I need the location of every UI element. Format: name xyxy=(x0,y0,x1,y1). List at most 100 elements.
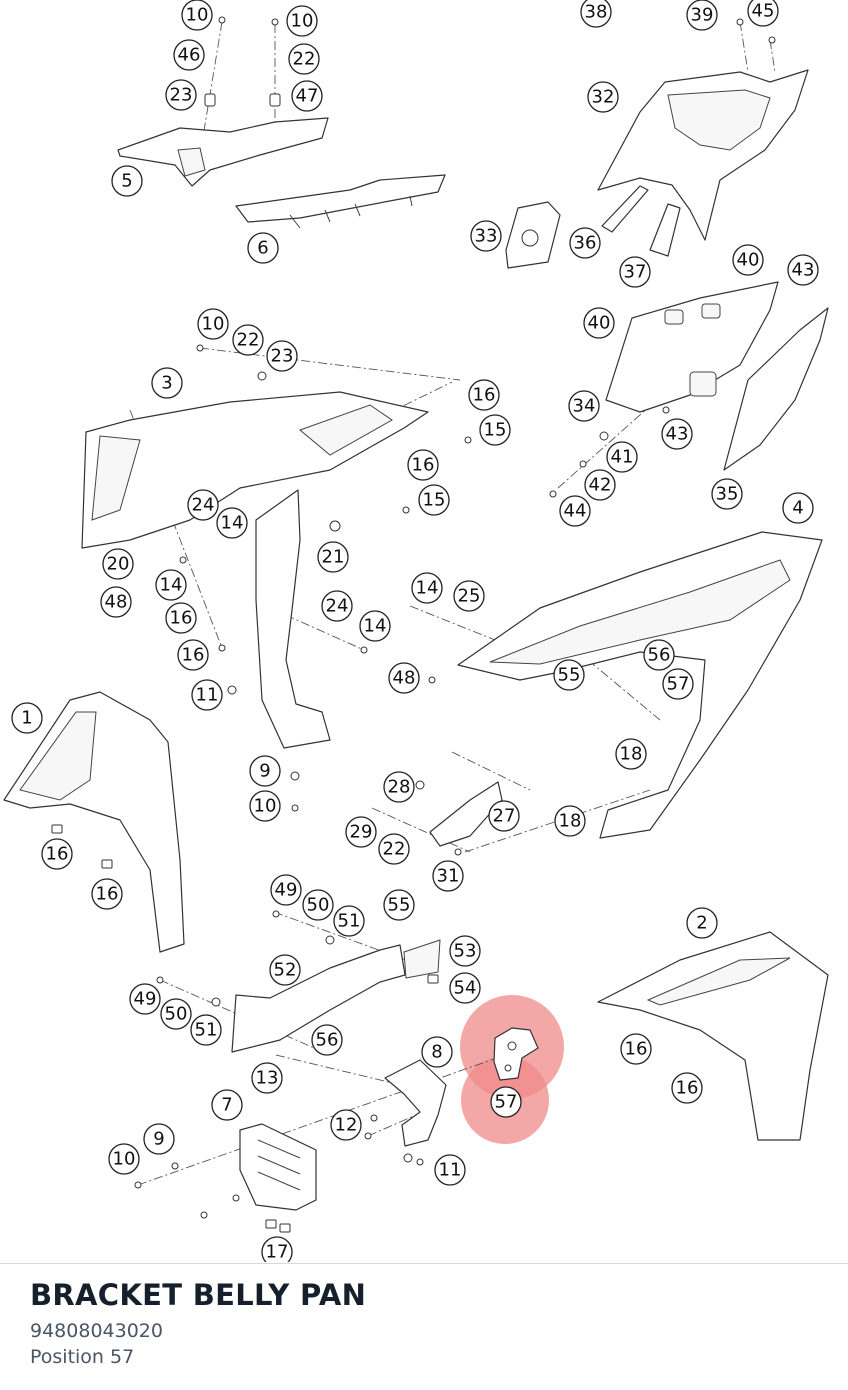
callout[interactable]: 45 xyxy=(747,0,779,27)
callout[interactable]: 31 xyxy=(432,860,464,892)
callout[interactable]: 48 xyxy=(388,662,420,694)
callout[interactable]: 24 xyxy=(321,590,353,622)
callout-number: 16 xyxy=(676,1078,699,1099)
callout[interactable]: 47 xyxy=(291,80,323,112)
callout[interactable]: 5 xyxy=(111,165,143,197)
callout[interactable]: 16 xyxy=(165,602,197,634)
callout[interactable]: 37 xyxy=(619,256,651,288)
callout[interactable]: 17 xyxy=(261,1236,293,1262)
callout[interactable]: 28 xyxy=(383,771,415,803)
callout[interactable]: 27 xyxy=(488,800,520,832)
callout[interactable]: 21 xyxy=(317,541,349,573)
callout[interactable]: 10 xyxy=(249,790,281,822)
callout[interactable]: 35 xyxy=(711,478,743,510)
callout-number: 36 xyxy=(574,233,597,254)
callout[interactable]: 51 xyxy=(190,1014,222,1046)
callout[interactable]: 11 xyxy=(434,1154,466,1186)
callout-number: 4 xyxy=(792,498,803,519)
callout-number: 50 xyxy=(165,1004,188,1025)
callout[interactable]: 57 xyxy=(490,1086,522,1118)
callout-number: 32 xyxy=(592,87,615,108)
callout[interactable]: 14 xyxy=(155,569,187,601)
part-position: Position 57 xyxy=(30,1346,135,1368)
callout[interactable]: 14 xyxy=(411,572,443,604)
callout[interactable]: 20 xyxy=(102,548,134,580)
callout[interactable]: 18 xyxy=(615,738,647,770)
callout[interactable]: 34 xyxy=(568,390,600,422)
callout[interactable]: 39 xyxy=(686,0,718,31)
callout[interactable]: 51 xyxy=(333,905,365,937)
callout[interactable]: 10 xyxy=(181,0,213,31)
callout[interactable]: 43 xyxy=(661,418,693,450)
callout[interactable]: 49 xyxy=(270,874,302,906)
part-34-35-rear-panels xyxy=(605,281,829,471)
callout[interactable]: 53 xyxy=(449,935,481,967)
callout[interactable]: 16 xyxy=(620,1033,652,1065)
callout[interactable]: 33 xyxy=(470,220,502,252)
callout[interactable]: 57 xyxy=(662,668,694,700)
callout[interactable]: 36 xyxy=(569,227,601,259)
callout[interactable]: 16 xyxy=(41,838,73,870)
callout[interactable]: 16 xyxy=(468,379,500,411)
callout-number: 57 xyxy=(667,674,690,695)
callout[interactable]: 11 xyxy=(191,679,223,711)
callout-number: 16 xyxy=(182,645,205,666)
callout-number: 15 xyxy=(423,490,446,511)
callout[interactable]: 16 xyxy=(407,449,439,481)
callout[interactable]: 22 xyxy=(288,43,320,75)
callout[interactable]: 6 xyxy=(247,232,279,264)
callout[interactable]: 9 xyxy=(143,1123,175,1155)
callout[interactable]: 49 xyxy=(129,983,161,1015)
callout[interactable]: 56 xyxy=(643,639,675,671)
callout[interactable]: 54 xyxy=(449,972,481,1004)
callout[interactable]: 44 xyxy=(559,495,591,527)
callout[interactable]: 56 xyxy=(311,1024,343,1056)
callout[interactable]: 15 xyxy=(479,414,511,446)
callout[interactable]: 16 xyxy=(91,878,123,910)
callout[interactable]: 10 xyxy=(197,308,229,340)
callout[interactable]: 7 xyxy=(211,1089,243,1121)
callout[interactable]: 43 xyxy=(787,254,819,286)
callout-number: 22 xyxy=(383,839,406,860)
callout[interactable]: 40 xyxy=(732,244,764,276)
callout[interactable]: 50 xyxy=(302,889,334,921)
callout[interactable]: 48 xyxy=(100,586,132,618)
part-32-tail-cover xyxy=(597,69,809,241)
callout[interactable]: 22 xyxy=(232,324,264,356)
callout[interactable]: 10 xyxy=(286,5,318,37)
callout[interactable]: 3 xyxy=(151,367,183,399)
callout[interactable]: 50 xyxy=(160,998,192,1030)
callout[interactable]: 2 xyxy=(686,907,718,939)
callout[interactable]: 41 xyxy=(606,441,638,473)
callout[interactable]: 15 xyxy=(418,484,450,516)
callout[interactable]: 29 xyxy=(345,816,377,848)
callout[interactable]: 16 xyxy=(671,1072,703,1104)
callout[interactable]: 40 xyxy=(583,307,615,339)
callout[interactable]: 18 xyxy=(554,805,586,837)
callout[interactable]: 55 xyxy=(553,659,585,691)
callout[interactable]: 23 xyxy=(266,340,298,372)
callout[interactable]: 14 xyxy=(216,507,248,539)
callout[interactable]: 22 xyxy=(378,833,410,865)
callout[interactable]: 9 xyxy=(249,755,281,787)
callout[interactable]: 52 xyxy=(269,954,301,986)
callout[interactable]: 13 xyxy=(251,1062,283,1094)
callout[interactable]: 12 xyxy=(330,1109,362,1141)
callout-number: 43 xyxy=(792,260,815,281)
callout[interactable]: 24 xyxy=(187,489,219,521)
callout[interactable]: 46 xyxy=(173,39,205,71)
callout[interactable]: 10 xyxy=(108,1143,140,1175)
callout[interactable]: 32 xyxy=(587,81,619,113)
callout[interactable]: 4 xyxy=(782,492,814,524)
callout[interactable]: 16 xyxy=(177,639,209,671)
callout[interactable]: 1 xyxy=(11,702,43,734)
callout-number: 18 xyxy=(620,744,643,765)
callout[interactable]: 55 xyxy=(383,889,415,921)
callout[interactable]: 14 xyxy=(359,610,391,642)
callout[interactable]: 23 xyxy=(165,79,197,111)
callout-number: 52 xyxy=(274,960,297,981)
callout[interactable]: 42 xyxy=(584,469,616,501)
callout[interactable]: 25 xyxy=(453,580,485,612)
callout[interactable]: 38 xyxy=(580,0,612,28)
callout[interactable]: 8 xyxy=(421,1036,453,1068)
